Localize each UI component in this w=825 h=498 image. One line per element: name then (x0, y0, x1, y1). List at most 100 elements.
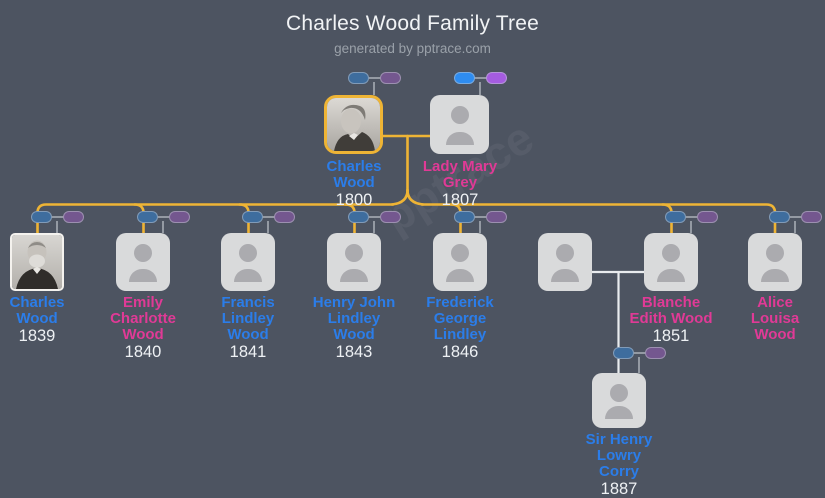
person-name: Emily Charlotte Wood (110, 294, 176, 343)
blue-pill-button[interactable] (454, 211, 475, 223)
pill-connector-line (685, 216, 698, 218)
person-label: Charles Wood 1839 (0, 295, 92, 345)
person-photo[interactable] (10, 233, 64, 291)
person-label: Henry John Lindley Wood 1843 (299, 295, 409, 361)
person-silhouette-icon (605, 406, 633, 419)
purple-pill-button[interactable] (169, 211, 190, 223)
pill-connector-line (633, 352, 646, 354)
person-card[interactable] (433, 233, 487, 291)
pill-drop-line (479, 221, 481, 233)
person-year: 1840 (124, 343, 162, 361)
purple-pill-button[interactable] (274, 211, 295, 223)
pill-connector-line (368, 216, 381, 218)
person-card[interactable] (538, 233, 592, 291)
person-card[interactable] (430, 95, 489, 154)
person-silhouette-icon (761, 269, 789, 282)
person-silhouette-icon (610, 384, 628, 402)
person-name: Charles Wood (9, 294, 65, 327)
person-silhouette-icon (451, 244, 469, 262)
person-silhouette-icon (551, 269, 579, 282)
person-silhouette-icon (657, 269, 685, 282)
blue-pill-button[interactable] (613, 347, 634, 359)
person-silhouette-icon (662, 244, 680, 262)
person-label: Charles Wood 1800 (299, 159, 409, 209)
person-card[interactable] (327, 233, 381, 291)
person-year: 1846 (441, 343, 479, 361)
pill-connector-line (789, 216, 802, 218)
person-silhouette-icon (446, 269, 474, 282)
blue-pill-button[interactable] (348, 211, 369, 223)
gold-brace-right (406, 188, 425, 206)
portrait-photo-icon (327, 98, 380, 151)
purple-pill-button[interactable] (380, 72, 401, 84)
blue-pill-button[interactable] (31, 211, 52, 223)
person-name: Henry John Lindley Wood (312, 294, 396, 343)
person-year: 1807 (441, 191, 479, 209)
purple-pill-button[interactable] (645, 347, 666, 359)
person-name: Lady Mary Grey (422, 158, 498, 191)
purple-pill-button[interactable] (697, 211, 718, 223)
header: Charles Wood Family Tree generated by pp… (0, 12, 825, 56)
person-silhouette-icon (345, 244, 363, 262)
portrait-photo-icon (12, 235, 62, 289)
person-silhouette-icon (134, 244, 152, 262)
pill-connector-line (51, 216, 64, 218)
person-silhouette-icon (450, 106, 469, 124)
person-year: 1800 (335, 191, 373, 209)
purple-pill-button[interactable] (486, 72, 507, 84)
person-silhouette-icon (340, 269, 368, 282)
blue-pill-button[interactable] (665, 211, 686, 223)
person-year: 1843 (335, 343, 373, 361)
person-year: 1839 (18, 327, 56, 345)
blue-pill-button[interactable] (769, 211, 790, 223)
person-name: Francis Lindley Wood (221, 294, 275, 343)
person-card[interactable] (644, 233, 698, 291)
person-name: Frederick George Lindley (426, 294, 494, 343)
blue-pill-button[interactable] (454, 72, 475, 84)
purple-pill-button[interactable] (63, 211, 84, 223)
person-year: 1887 (600, 480, 638, 498)
pill-connector-line (474, 77, 487, 79)
person-name: Blanche Edith Wood (629, 294, 713, 327)
pill-drop-line (56, 221, 58, 233)
purple-pill-button[interactable] (380, 211, 401, 223)
person-label: Alice Louisa Wood (720, 295, 825, 344)
person-label: Francis Lindley Wood 1841 (193, 295, 303, 361)
blue-pill-button[interactable] (242, 211, 263, 223)
person-name: Charles Wood (326, 158, 382, 191)
person-year: 1851 (652, 327, 690, 345)
person-label: Blanche Edith Wood 1851 (616, 295, 726, 345)
person-card[interactable] (748, 233, 802, 291)
blue-pill-button[interactable] (137, 211, 158, 223)
person-silhouette-icon (445, 132, 474, 145)
pill-drop-line (690, 221, 692, 233)
person-silhouette-icon (766, 244, 784, 262)
person-silhouette-icon (129, 269, 157, 282)
person-silhouette-icon (239, 244, 257, 262)
person-photo[interactable] (324, 95, 383, 154)
person-card[interactable] (221, 233, 275, 291)
person-silhouette-icon (234, 269, 262, 282)
pill-connector-line (262, 216, 275, 218)
pill-drop-line (162, 221, 164, 233)
person-card[interactable] (116, 233, 170, 291)
purple-pill-button[interactable] (486, 211, 507, 223)
page-title: Charles Wood Family Tree (286, 12, 539, 35)
person-card[interactable] (592, 373, 646, 428)
purple-pill-button[interactable] (801, 211, 822, 223)
person-name: Sir Henry Lowry Corry (585, 431, 653, 480)
pill-drop-line (373, 82, 375, 95)
person-label: Emily Charlotte Wood 1840 (88, 295, 198, 361)
person-label: Frederick George Lindley 1846 (405, 295, 515, 361)
pill-drop-line (373, 221, 375, 233)
page-subtitle: generated by pptrace.com (334, 41, 491, 56)
pill-drop-line (267, 221, 269, 233)
person-silhouette-icon (556, 244, 574, 262)
pill-connector-line (474, 216, 487, 218)
pill-drop-line (479, 82, 481, 95)
blue-pill-button[interactable] (348, 72, 369, 84)
person-name: Alice Louisa Wood (750, 294, 800, 343)
pill-drop-line (794, 221, 796, 233)
pill-connector-line (157, 216, 170, 218)
